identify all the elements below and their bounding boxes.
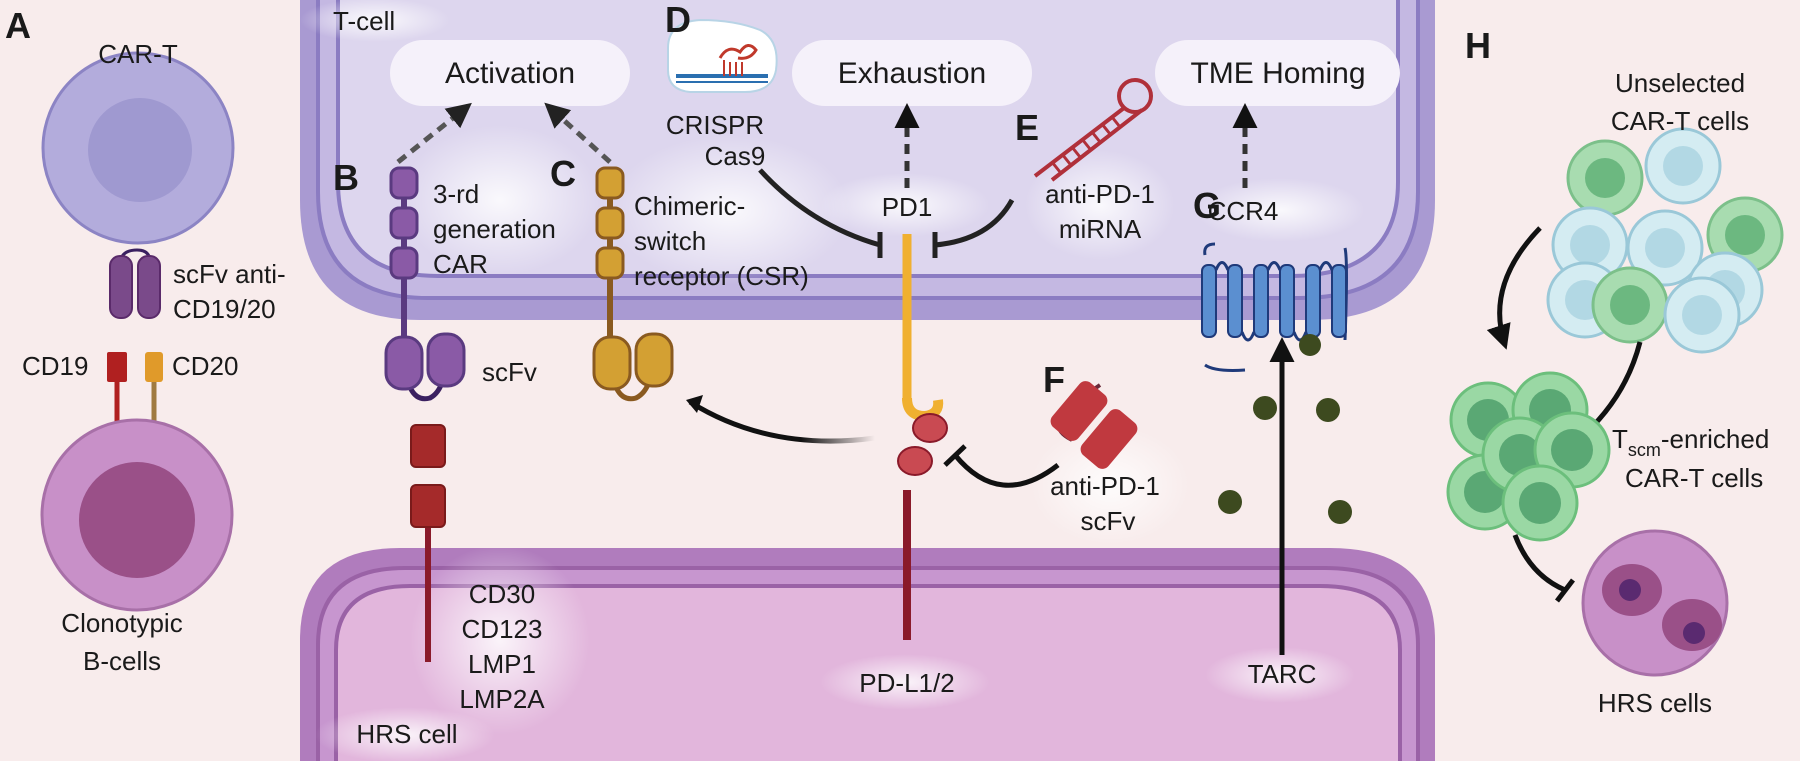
- scfv-label: scFv: [482, 357, 537, 387]
- panel-label-h: H: [1465, 25, 1491, 66]
- hrs-surface-antigen: [410, 424, 446, 662]
- tscm-enriched-cluster: [1446, 371, 1611, 542]
- diagram-label: anti-PD-1: [1045, 179, 1155, 209]
- diagram-label: CD30: [469, 579, 535, 609]
- scfv-inhibition-arrow: [943, 444, 1060, 488]
- diagram-label: CAR-T: [98, 39, 178, 69]
- diagram-label: CD19: [22, 351, 88, 381]
- mirna-inhibition-arrow: [932, 198, 1015, 258]
- diagram-label: CRISPR: [666, 110, 764, 140]
- third-generation-car: [384, 166, 466, 402]
- diagram-label: Exhaustion: [838, 57, 986, 90]
- panel-label-d: D: [665, 0, 691, 40]
- hrs-cells-label: HRS cells: [1598, 688, 1712, 718]
- diagram-label: CD20: [172, 351, 238, 381]
- diagram-label: generation: [433, 214, 556, 244]
- tscm-to-hrs-inhibition-arrow: [1512, 534, 1575, 603]
- car-t-cell: [41, 51, 235, 245]
- diagram-label: Clonotypic: [61, 608, 182, 638]
- diagram-label: CAR-T cells: [1625, 463, 1763, 493]
- diagram-label: Cas9: [705, 141, 766, 171]
- pdl-label: PD-L1/2: [859, 668, 954, 698]
- crispr-cas9-icon: [667, 18, 778, 93]
- panel-label-f: F: [1043, 359, 1065, 400]
- clonotypic-b-cell: [40, 418, 234, 612]
- diagram-label: receptor (CSR): [634, 261, 809, 291]
- diagram-label: TME Homing: [1190, 57, 1365, 90]
- hrs-cells-icon: [1581, 529, 1729, 677]
- diagram-label: CAR-T cells: [1611, 106, 1749, 136]
- anti-pd1-mirna-icon: [1033, 78, 1153, 182]
- car-activation-arrow: [396, 102, 472, 164]
- exhaustion-pill: Exhaustion: [792, 40, 1032, 106]
- panel-label-e: E: [1015, 107, 1039, 148]
- diagram-label: Unselected: [1615, 68, 1745, 98]
- activation-pill: Activation: [390, 40, 630, 106]
- tarc-chemokines: [1218, 334, 1352, 524]
- panel-label-a: A: [5, 5, 31, 46]
- panel-a-scfv: [109, 248, 161, 319]
- tme-homing-pill: TME Homing: [1155, 40, 1400, 106]
- diagram-label: miRNA: [1059, 214, 1142, 244]
- pdl-ligand: [897, 413, 948, 640]
- diagram-label: CD123: [462, 614, 543, 644]
- diagram-label: CAR: [433, 249, 488, 279]
- diagram-label: scFv anti-: [173, 259, 286, 289]
- diagram-label: Chimeric-: [634, 191, 745, 221]
- diagram-label: scFv: [1081, 506, 1136, 536]
- ccr4-receptor: [1201, 242, 1348, 372]
- panel-label-c: C: [550, 153, 576, 194]
- diagram-label: 3-rd: [433, 179, 479, 209]
- diagram-label: LMP2A: [459, 684, 545, 714]
- diagram-label: B-cells: [83, 646, 161, 676]
- ccr4-label: CCR4: [1208, 196, 1279, 226]
- tarc-label: TARC: [1248, 659, 1317, 689]
- crispr-inhibition-arrow: [758, 168, 883, 258]
- unselected-to-tscm-arrow-left: [1486, 226, 1542, 350]
- diagram-label: Activation: [445, 57, 575, 90]
- panel-label-b: B: [333, 157, 359, 198]
- diagram-label: switch: [634, 226, 706, 256]
- chimeric-switch-receptor: [592, 166, 674, 402]
- anti-pd1-scfv-icon: [1050, 381, 1138, 469]
- diagram-label: CD19/20: [173, 294, 276, 324]
- pdl-to-csr-arrow: [686, 395, 876, 444]
- panel-label-g: G: [1193, 185, 1221, 226]
- tscm-label-line1: Tscm-enriched: [1612, 424, 1769, 460]
- pd1-label: PD1: [882, 192, 933, 222]
- csr-activation-arrow: [544, 102, 612, 164]
- hrs-cell-label: HRS cell: [356, 719, 457, 749]
- diagram-label: anti-PD-1: [1050, 471, 1160, 501]
- diagram-label: LMP1: [468, 649, 536, 679]
- t-cell-label: T-cell: [333, 6, 395, 36]
- unselected-car-t-cluster: [1546, 127, 1784, 354]
